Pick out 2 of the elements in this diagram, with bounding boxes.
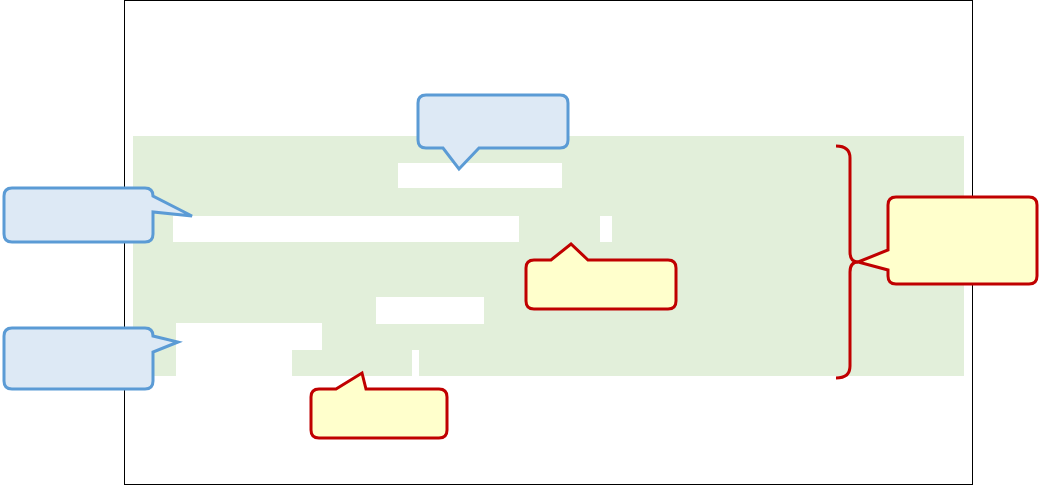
highlight-band: [133, 136, 964, 376]
frame-border: [124, 0, 973, 485]
